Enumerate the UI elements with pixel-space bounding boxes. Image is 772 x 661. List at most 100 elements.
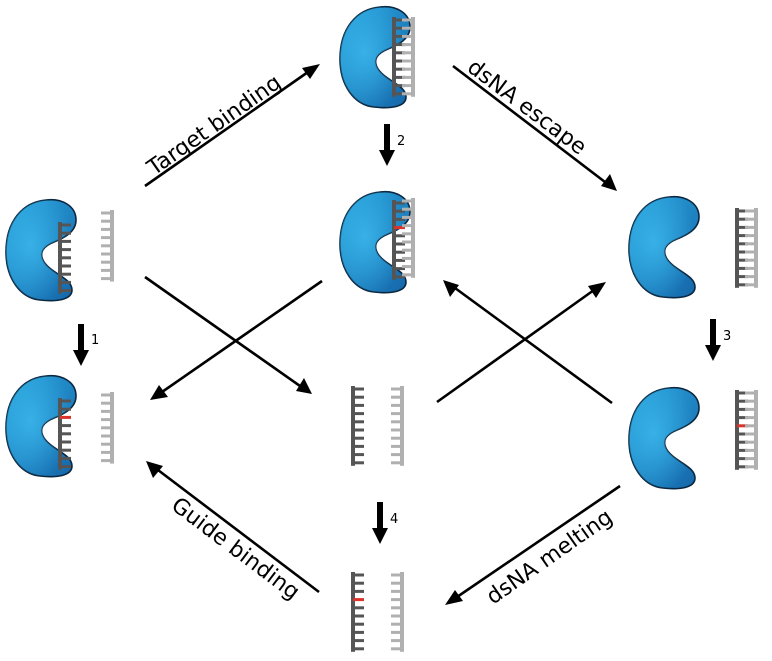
- base-rung: [394, 18, 405, 22]
- arrow-cross-left-to-center-bottom: [144, 275, 312, 394]
- base-rung: [60, 272, 71, 276]
- base-rung: [737, 407, 748, 411]
- base-rung: [402, 224, 413, 228]
- base-rung: [745, 209, 756, 213]
- base-rung: [737, 440, 748, 444]
- base-rung: [353, 453, 364, 457]
- base-rung: [745, 407, 756, 411]
- base-rung: [745, 457, 756, 461]
- protein-blob: [628, 195, 700, 299]
- base-rung: [391, 412, 402, 416]
- base-rung: [402, 26, 413, 30]
- base-rung: [737, 258, 748, 262]
- base-rung: [737, 283, 748, 287]
- base-rung: [745, 448, 756, 452]
- base-rung: [101, 227, 112, 231]
- target-strand: [402, 17, 415, 97]
- target-strand: [745, 390, 758, 470]
- base-rung: [60, 248, 71, 252]
- base-rung: [394, 201, 405, 205]
- base-rung: [394, 51, 405, 55]
- base-rung: [402, 43, 413, 47]
- base-rung: [745, 440, 756, 444]
- base-rung: [391, 589, 402, 593]
- base-rung: [394, 242, 405, 246]
- base-rung: [101, 393, 112, 397]
- base-rung: [745, 258, 756, 262]
- state-protein-guide-mismatch-bound: [339, 190, 415, 294]
- base-rung: [745, 416, 756, 420]
- base-rung: [391, 598, 402, 602]
- base-rung: [745, 424, 756, 428]
- base-rung: [737, 209, 748, 213]
- base-rung: [101, 211, 112, 215]
- base-rung: [391, 444, 402, 448]
- base-rung: [737, 225, 748, 229]
- base-rung: [391, 395, 402, 399]
- guide-strand: [392, 17, 405, 97]
- target-strand: [101, 210, 114, 282]
- base-rung: [402, 207, 413, 211]
- base-rung: [353, 606, 364, 610]
- base-rung: [101, 426, 112, 430]
- base-rung: [101, 450, 112, 454]
- base-rung: [394, 92, 405, 96]
- base-rung: [101, 409, 112, 413]
- state-empty-protein-mismatch-duplex: [628, 386, 758, 490]
- base-rung: [353, 387, 364, 391]
- base-rung: [745, 399, 756, 403]
- base-rung: [394, 26, 405, 30]
- base-rung: [394, 217, 405, 221]
- base-rung: [402, 265, 413, 269]
- state-free-guide-free-target: [351, 386, 404, 466]
- arrow-dsna-escape: [452, 64, 617, 191]
- base-rung: [745, 283, 756, 287]
- target-strand: [101, 392, 114, 464]
- target-strand: [745, 208, 758, 288]
- base-rung: [402, 240, 413, 244]
- guide-strand: [392, 200, 405, 280]
- base-rung: [737, 416, 748, 420]
- base-rung: [353, 614, 364, 618]
- guide-strand: [58, 222, 71, 294]
- protein-blob: [628, 386, 700, 490]
- base-rung: [737, 465, 748, 469]
- base-rung: [402, 215, 413, 219]
- base-rung: [402, 199, 413, 203]
- base-rung: [402, 75, 413, 79]
- base-rung: [391, 436, 402, 440]
- base-rung: [391, 403, 402, 407]
- arrow-cross-center-to-left-bottom: [150, 279, 323, 400]
- base-rung: [737, 234, 748, 238]
- base-rung: [60, 424, 71, 428]
- base-rung: [353, 444, 364, 448]
- base-rung: [737, 217, 748, 221]
- arrow-cross-right-to-center: [443, 280, 613, 405]
- base-rung: [402, 232, 413, 236]
- mismatch-base: [394, 226, 405, 230]
- base-rung: [737, 275, 748, 279]
- base-rung: [391, 387, 402, 391]
- base-rung: [391, 614, 402, 618]
- base-rung: [745, 217, 756, 221]
- arrow-guide-binding: [146, 461, 320, 594]
- target-strand: [391, 572, 404, 652]
- base-rung: [737, 432, 748, 436]
- base-rung: [402, 18, 413, 22]
- base-rung: [101, 268, 112, 272]
- label-guide-binding: Guide binding: [166, 493, 304, 605]
- target-strand: [391, 386, 404, 466]
- step-number-4: 4: [390, 512, 398, 527]
- base-rung: [353, 589, 364, 593]
- label-dsna-escape: dsNA escape: [462, 55, 590, 160]
- base-rung: [394, 258, 405, 262]
- base-rung: [353, 420, 364, 424]
- base-rung: [353, 428, 364, 432]
- base-rung: [745, 266, 756, 270]
- base-rung: [60, 256, 71, 260]
- base-rung: [60, 231, 71, 235]
- base-rung: [391, 581, 402, 585]
- base-rung: [353, 639, 364, 643]
- base-rung: [101, 277, 112, 281]
- base-rung: [745, 432, 756, 436]
